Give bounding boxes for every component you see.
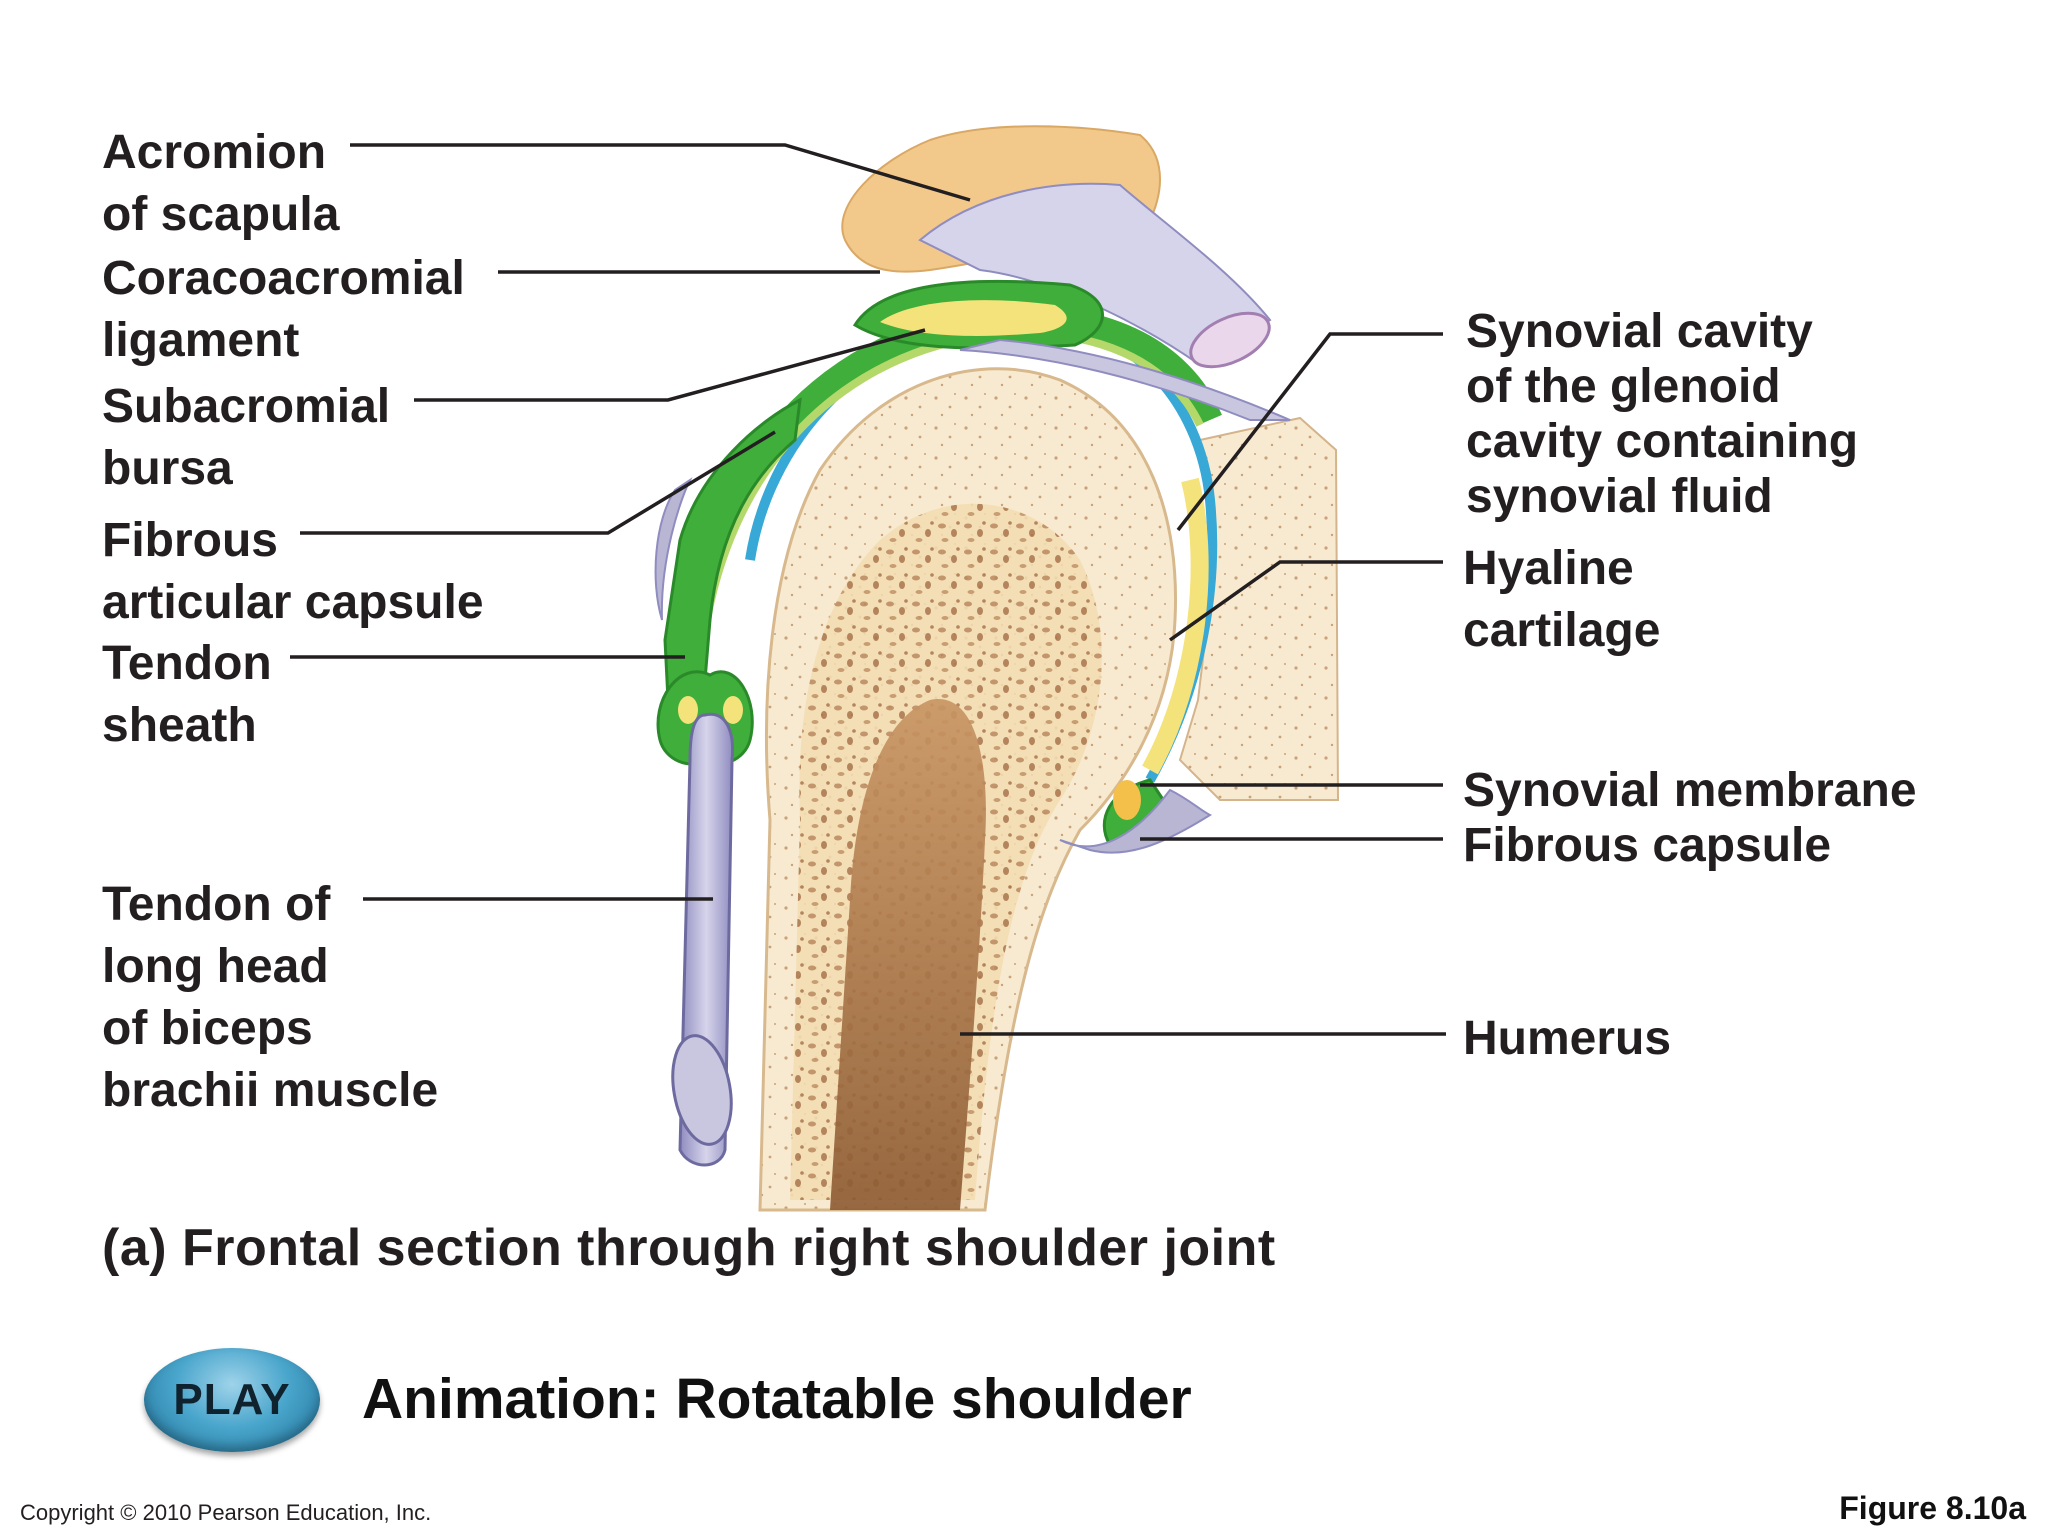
leader-hyaline [1168, 560, 1443, 642]
label-acromion: Acromion of scapula [102, 122, 339, 246]
copyright-notice: Copyright © 2010 Pearson Education, Inc. [20, 1500, 432, 1525]
leader-lines [290, 143, 1446, 1036]
label-hyaline-cartilage: Hyaline cartilage [1463, 538, 1660, 662]
label-tendon-sheath-line2: sheath [102, 699, 257, 752]
label-subacromial-bursa: Subacromial bursa [102, 376, 390, 500]
leader-synovial-cavity [1176, 332, 1443, 532]
label-acromion-line2: of scapula [102, 188, 340, 241]
label-synovial-cavity-line4: synovial fluid [1466, 470, 1773, 523]
label-fibrous-articular-capsule: Fibrous articular capsule [102, 510, 484, 634]
label-biceps-line1: Tendon of [102, 878, 331, 931]
label-synovial-membrane: Synovial membrane [1463, 760, 1917, 822]
label-synovial-cavity: Synovial cavity of the glenoid cavity co… [1466, 304, 1858, 524]
label-biceps-line2: long head [102, 940, 329, 993]
label-fibrous-capsule: Fibrous capsule [1463, 815, 1831, 877]
label-tendon-sheath: Tendon sheath [102, 633, 272, 757]
label-subacromial-line1: Subacromial [102, 380, 391, 433]
label-synovial-cavity-line2: of the glenoid [1466, 360, 1781, 413]
label-hyaline-line1: Hyaline [1463, 542, 1634, 595]
label-biceps-tendon: Tendon of long head of biceps brachii mu… [102, 874, 438, 1122]
label-subacromial-line2: bursa [102, 442, 233, 495]
fibrous-capsule-inferior [1059, 788, 1213, 854]
label-humerus-text: Humerus [1463, 1012, 1672, 1065]
leader-acromion [350, 143, 971, 202]
label-synovial-cavity-line3: cavity containing [1466, 415, 1859, 468]
label-acromion-line1: Acromion [102, 126, 327, 179]
label-synovial-membrane-text: Synovial membrane [1463, 764, 1917, 817]
label-biceps-line4: brachii muscle [102, 1064, 439, 1117]
label-fibrous-capsule-text: Fibrous capsule [1463, 819, 1832, 872]
label-tendon-sheath-line1: Tendon [102, 637, 272, 690]
label-fibrous-articular-line2: articular capsule [102, 576, 484, 629]
tendon-sheath [663, 397, 802, 742]
play-button-label: PLAY [173, 1375, 291, 1424]
medullary-cavity [830, 699, 986, 1210]
label-coracoacromial-line1: Coracoacromial [102, 252, 465, 305]
leader-fibrous-articular [300, 430, 776, 535]
label-hyaline-line2: cartilage [1463, 604, 1661, 657]
label-synovial-cavity-line1: Synovial cavity [1466, 305, 1813, 358]
label-coracoacromial-line2: ligament [102, 314, 300, 367]
figure-caption: (a) Frontal section through right should… [102, 1219, 1276, 1277]
label-fibrous-articular-line1: Fibrous [102, 514, 278, 567]
label-humerus: Humerus [1463, 1008, 1671, 1070]
label-coracoacromial-ligament: Coracoacromial ligament [102, 248, 465, 372]
figure-number: Figure 8.10a [1839, 1490, 2026, 1526]
animation-title: Animation: Rotatable shoulder [362, 1367, 1192, 1431]
leader-subacromial [414, 328, 926, 402]
play-button[interactable]: PLAY [144, 1348, 320, 1452]
label-biceps-line3: of biceps [102, 1002, 313, 1055]
